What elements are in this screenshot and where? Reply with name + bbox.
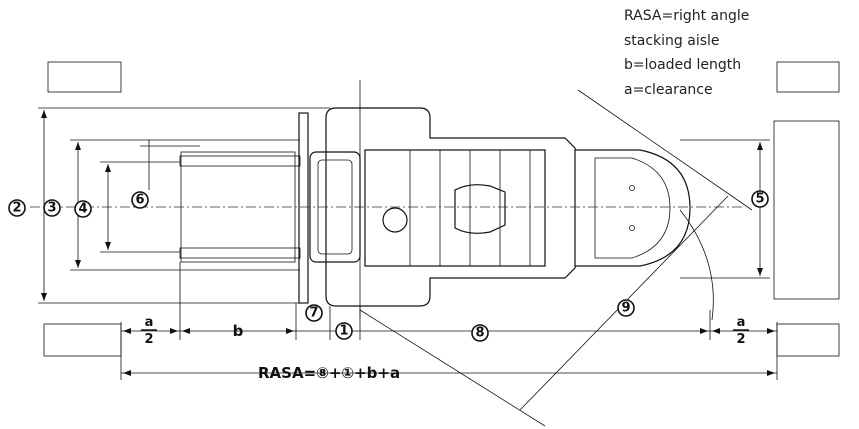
svg-text:3: 3 — [47, 201, 56, 216]
label-2-marker: 2 — [8, 199, 26, 217]
fork-upper — [179, 155, 301, 167]
svg-text:5: 5 — [755, 192, 764, 207]
rasa-formula: RASA=⑧+①+b+a — [258, 364, 400, 382]
truck-chassis — [325, 107, 576, 307]
half-clearance-left: a 2 — [141, 315, 157, 347]
legend-line-4: a=clearance — [624, 81, 713, 98]
svg-text:2: 2 — [144, 332, 153, 347]
half-clearance-right: a 2 — [733, 315, 749, 347]
svg-text:1: 1 — [339, 324, 348, 339]
bottom-dimension-chain — [120, 262, 778, 380]
counterweight — [575, 149, 691, 267]
svg-text:a: a — [737, 315, 746, 330]
label-6-marker: 6 — [131, 191, 149, 209]
svg-text:a: a — [145, 315, 154, 330]
pallet-top-left — [47, 61, 122, 93]
fork-carriage — [298, 112, 309, 304]
operator-seat — [454, 184, 506, 234]
fork-lower — [179, 247, 301, 259]
label-3-marker: 3 — [43, 199, 61, 217]
svg-text:6: 6 — [135, 193, 144, 208]
mast — [309, 151, 361, 263]
svg-text:2: 2 — [736, 332, 745, 347]
pallet-right-stack — [773, 120, 840, 300]
legend: RASA=right angle stacking aisle b=loaded… — [624, 4, 749, 102]
label-8-marker: 8 — [471, 324, 489, 342]
overhead-guard — [364, 149, 546, 267]
legend-line-3: b=loaded length — [624, 57, 742, 73]
label-1-marker: 1 — [335, 322, 353, 340]
dimension-lines-left — [38, 107, 330, 304]
counterweight-inner — [594, 157, 671, 259]
pallet-top-right — [776, 61, 840, 93]
svg-text:8: 8 — [475, 326, 484, 341]
label-9-marker: 9 — [617, 299, 635, 317]
counterweight-hole-1 — [629, 185, 635, 191]
dimension-line-right — [680, 139, 770, 279]
label-5-marker: 5 — [751, 190, 769, 208]
svg-text:9: 9 — [621, 301, 630, 316]
legend-line-1: RASA=right angle — [624, 8, 750, 24]
steering-wheel — [382, 207, 408, 233]
pallet-bottom-right — [776, 323, 840, 357]
counterweight-hole-2 — [629, 225, 635, 231]
overhead-guard-bars — [409, 150, 531, 266]
label-7-marker: 7 — [305, 304, 323, 322]
pallet-bottom-left — [43, 323, 122, 357]
arrowheads — [41, 110, 775, 376]
svg-text:7: 7 — [309, 306, 318, 321]
legend-line-2: stacking aisle — [624, 32, 720, 49]
loaded-length-label: b — [233, 322, 244, 340]
svg-text:4: 4 — [78, 202, 87, 217]
svg-text:2: 2 — [12, 201, 21, 216]
label-4-marker: 4 — [74, 200, 92, 218]
